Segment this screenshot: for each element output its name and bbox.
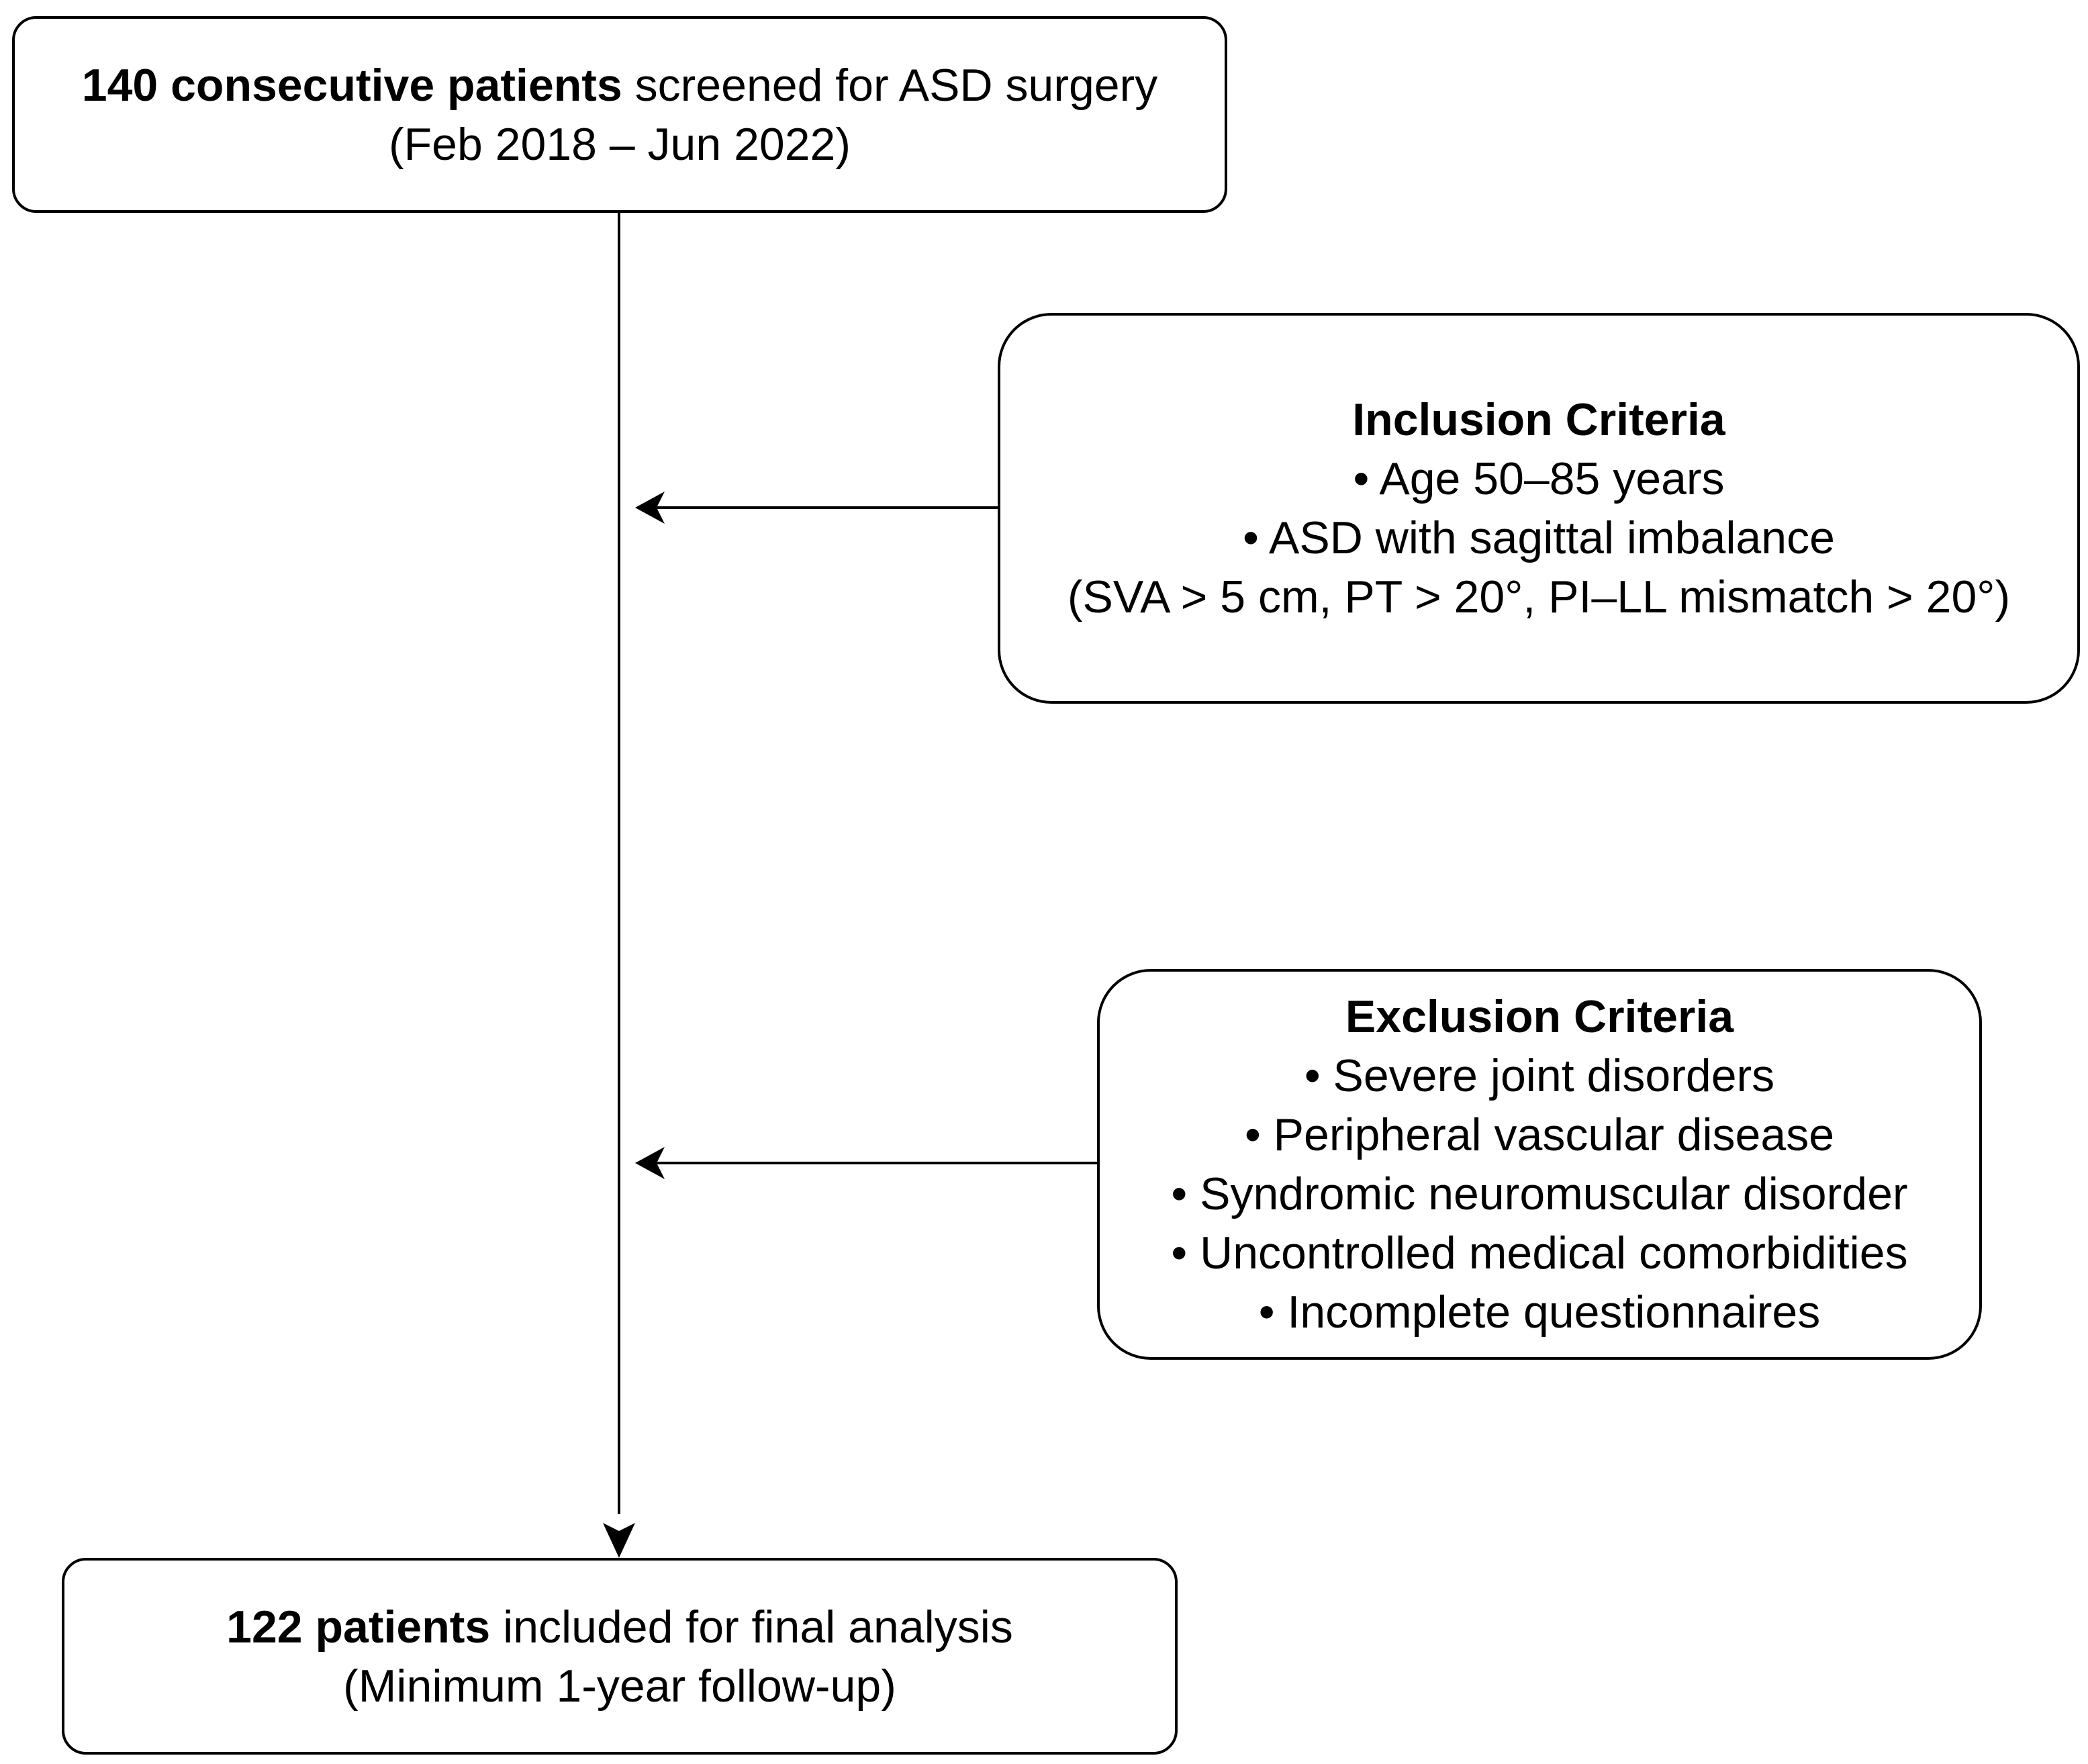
inclusion-item: • Age 50–85 years: [1353, 453, 1725, 504]
exclusion-item: • Incomplete questionnaires: [1258, 1287, 1821, 1338]
exclusion-item: • Severe joint disorders: [1304, 1050, 1775, 1101]
inclusion-item: (SVA > 5 cm, PT > 20°, PI–LL mismatch > …: [1067, 571, 2011, 622]
inclusion-criteria-box: Inclusion Criteria • Age 50–85 years • A…: [998, 313, 2080, 704]
exclusion-item: • Syndromic neuromuscular disorder: [1171, 1168, 1908, 1219]
main-flow-arrowhead: [603, 1523, 635, 1558]
final-analysis-box: 122 patients included for final analysis…: [62, 1558, 1178, 1755]
screening-count: 140 consecutive patients: [81, 59, 622, 111]
inclusion-arrowhead: [635, 492, 665, 524]
final-line: 122 patients included for final analysis: [226, 1597, 1013, 1657]
final-followup: (Minimum 1-year follow-up): [343, 1660, 896, 1712]
screening-period: (Feb 2018 – Jun 2022): [388, 118, 851, 170]
exclusion-item: • Peripheral vascular disease: [1244, 1109, 1835, 1160]
exclusion-criteria-box: Exclusion Criteria • Severe joint disord…: [1097, 969, 1982, 1360]
final-text: included for final analysis: [490, 1601, 1013, 1653]
exclusion-item: • Uncontrolled medical comorbidities: [1171, 1227, 1908, 1279]
screening-box: 140 consecutive patients screened for AS…: [12, 16, 1227, 213]
inclusion-title: Inclusion Criteria: [1352, 394, 1725, 445]
screening-line: 140 consecutive patients screened for AS…: [82, 56, 1158, 115]
screening-text: screened for ASD surgery: [622, 59, 1158, 111]
exclusion-arrowhead: [635, 1147, 665, 1179]
inclusion-item: • ASD with sagittal imbalance: [1243, 512, 1835, 563]
final-count: 122 patients: [226, 1601, 491, 1653]
exclusion-title: Exclusion Criteria: [1345, 991, 1734, 1042]
